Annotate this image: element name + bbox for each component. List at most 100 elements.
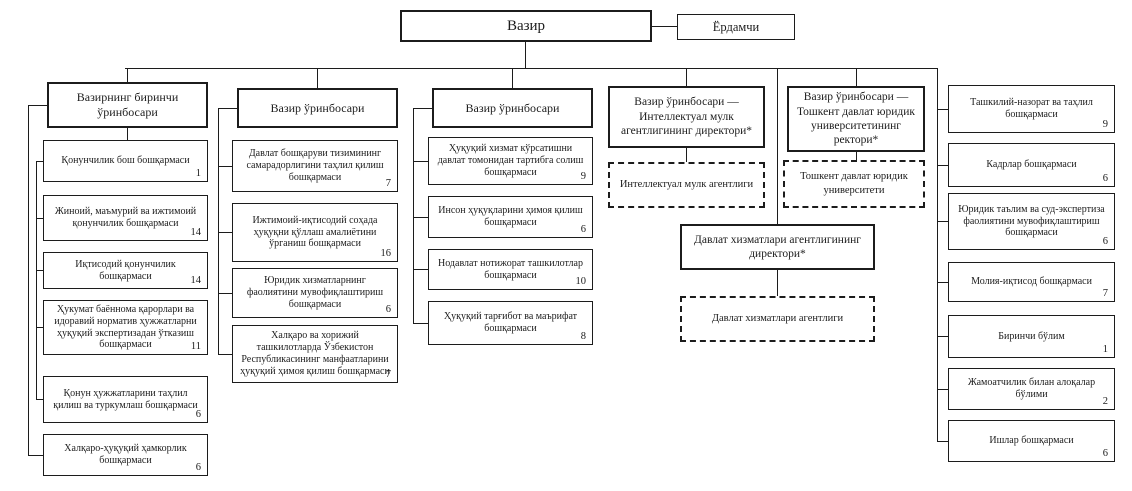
department-label: Инсон ҳуқуқларини ҳимоя қилиш бошқармаси	[438, 205, 583, 228]
connector-line	[218, 166, 232, 167]
department-label: Ҳуқуқий хизмат кўрсатишни давлат томонид…	[437, 143, 584, 178]
department-box: Иқтисодий қонунчилик бошқармаси 14	[43, 252, 208, 289]
department-box: Юридик таълим ва суд-экспертиза фаолияти…	[948, 193, 1115, 250]
connector-line	[937, 68, 938, 441]
connector-line	[856, 152, 857, 160]
department-label: Ишлар бошқармаси	[989, 435, 1074, 447]
deputy-5-title: Вазир ўринбосари — Тошкент давлат юридик…	[797, 91, 915, 147]
staff-count: 8	[580, 331, 586, 343]
services-director-title: Давлат хизматлари агентлигининг директор…	[694, 233, 861, 260]
staff-count: 9	[580, 171, 586, 183]
department-box: Кадрлар бошқармаси 6	[948, 143, 1115, 187]
agency-label: Интеллектуал мулк агентлиги	[619, 178, 754, 190]
department-label: Давлат бошқаруви тизимининг самарадорлиг…	[246, 148, 384, 183]
department-box: Ҳуқуқий хизмат кўрсатишни давлат томонид…	[428, 137, 593, 185]
connector-line	[777, 68, 778, 224]
agency-box: Интеллектуал мулк агентлиги	[608, 162, 765, 208]
department-box: Жамоатчилик билан алоқалар бўлими 2	[948, 368, 1115, 410]
connector-line	[36, 327, 43, 328]
agency-box: Тошкент давлат юридик университети	[783, 160, 925, 208]
department-label: Молия-иқтисод бошқармаси	[971, 276, 1092, 288]
department-label: Ҳукумат баённома қарорлари ва идоравий н…	[54, 303, 197, 351]
department-box: Халқаро ва хорижий ташкилотларда Ўзбекис…	[232, 325, 398, 383]
department-label: Халқаро-ҳуқуқий ҳамкорлик бошқармаси	[64, 443, 187, 466]
connector-line	[218, 354, 232, 355]
department-label: Кадрлар бошқармаси	[986, 159, 1077, 171]
department-label: Ҳуқуқий тарғибот ва маърифат бошқармаси	[443, 311, 578, 334]
connector-line	[218, 232, 232, 233]
agency-label: Тошкент давлат юридик университети	[800, 170, 908, 196]
connector-line	[413, 217, 428, 218]
connector-line	[525, 42, 526, 68]
connector-line	[937, 282, 948, 283]
staff-count: 1	[195, 168, 201, 180]
staff-count: 7	[385, 178, 391, 190]
staff-count: 14	[190, 275, 202, 287]
staff-count: 6	[580, 224, 586, 236]
connector-line	[686, 148, 687, 162]
connector-line	[36, 399, 43, 400]
connector-line	[218, 108, 237, 109]
connector-line	[28, 105, 29, 455]
department-box: Ҳуқуқий тарғибот ва маърифат бошқармаси …	[428, 301, 593, 345]
department-label: Жиноий, маъмурий ва ижтимоий қонунчилик …	[54, 206, 197, 229]
minister-box: Вазир	[400, 10, 652, 42]
connector-line	[218, 293, 232, 294]
connector-line	[777, 270, 778, 296]
department-box: Давлат бошқаруви тизимининг самарадорлиг…	[232, 140, 398, 192]
staff-count: 14	[190, 227, 202, 239]
connector-line	[36, 218, 43, 219]
connector-line	[413, 108, 414, 323]
agency-box: Давлат хизматлари агентлиги	[680, 296, 875, 342]
connector-line	[856, 68, 857, 86]
connector-line	[937, 165, 948, 166]
staff-count: 6	[385, 304, 391, 316]
deputy-4-header: Вазир ўринбосари — Интеллектуал мулк аге…	[608, 86, 765, 148]
staff-count: 6	[195, 409, 201, 421]
department-box: Юридик хизматларнинг фаолиятини мувофиқл…	[232, 268, 398, 318]
department-box: Инсон ҳуқуқларини ҳимоя қилиш бошқармаси…	[428, 196, 593, 238]
connector-line	[937, 389, 948, 390]
connector-line	[937, 336, 948, 337]
connector-line	[125, 68, 938, 69]
department-label: Қонунчилик бош бошқармаси	[61, 155, 190, 167]
department-box: Нодавлат нотижорат ташкилотлар бошқармас…	[428, 249, 593, 290]
department-label: Иқтисодий қонунчилик бошқармаси	[75, 258, 176, 282]
department-box: Жиноий, маъмурий ва ижтимоий қонунчилик …	[43, 195, 208, 241]
connector-line	[413, 323, 428, 324]
department-label: Ижтимоий-иқтисодий соҳада ҳуқуқни қўллаш…	[252, 214, 378, 250]
staff-count: 7	[1102, 288, 1108, 300]
connector-line	[28, 105, 47, 106]
department-label: Ташкилий-назорат ва таҳлил бошқармаси	[970, 97, 1093, 120]
connector-line	[36, 161, 37, 399]
staff-count: 11	[190, 341, 201, 353]
connector-line	[36, 270, 43, 271]
connector-line	[127, 68, 128, 82]
staff-count: 2	[1102, 396, 1108, 408]
connector-line	[937, 441, 948, 442]
staff-count: 6	[1102, 448, 1108, 460]
connector-line	[937, 221, 948, 222]
connector-line	[127, 128, 128, 140]
department-box: Биринчи бўлим 1	[948, 315, 1115, 358]
connector-line	[652, 26, 677, 27]
deputy-4-title: Вазир ўринбосари — Интеллектуал мулк аге…	[620, 96, 753, 138]
connector-line	[686, 68, 687, 86]
connector-line	[937, 109, 948, 110]
department-label: Биринчи бўлим	[998, 330, 1065, 342]
staff-count: 6	[1102, 173, 1108, 185]
staff-count: 6	[195, 462, 201, 474]
connector-line	[413, 161, 428, 162]
department-box: Қонунчилик бош бошқармаси 1	[43, 140, 208, 182]
connector-line	[413, 108, 432, 109]
department-label: Халқаро ва хорижий ташкилотларда Ўзбекис…	[240, 330, 390, 377]
connector-line	[36, 161, 43, 162]
deputy-2-title: Вазир ўринбосари	[270, 100, 365, 115]
deputy-5-header: Вазир ўринбосари — Тошкент давлат юридик…	[787, 86, 925, 152]
connector-line	[317, 68, 318, 88]
assistant-box: Ёрдамчи	[677, 14, 795, 40]
staff-count: 6	[1102, 236, 1108, 248]
department-box: Ишлар бошқармаси 6	[948, 420, 1115, 462]
department-box: Ташкилий-назорат ва таҳлил бошқармаси 9	[948, 85, 1115, 133]
